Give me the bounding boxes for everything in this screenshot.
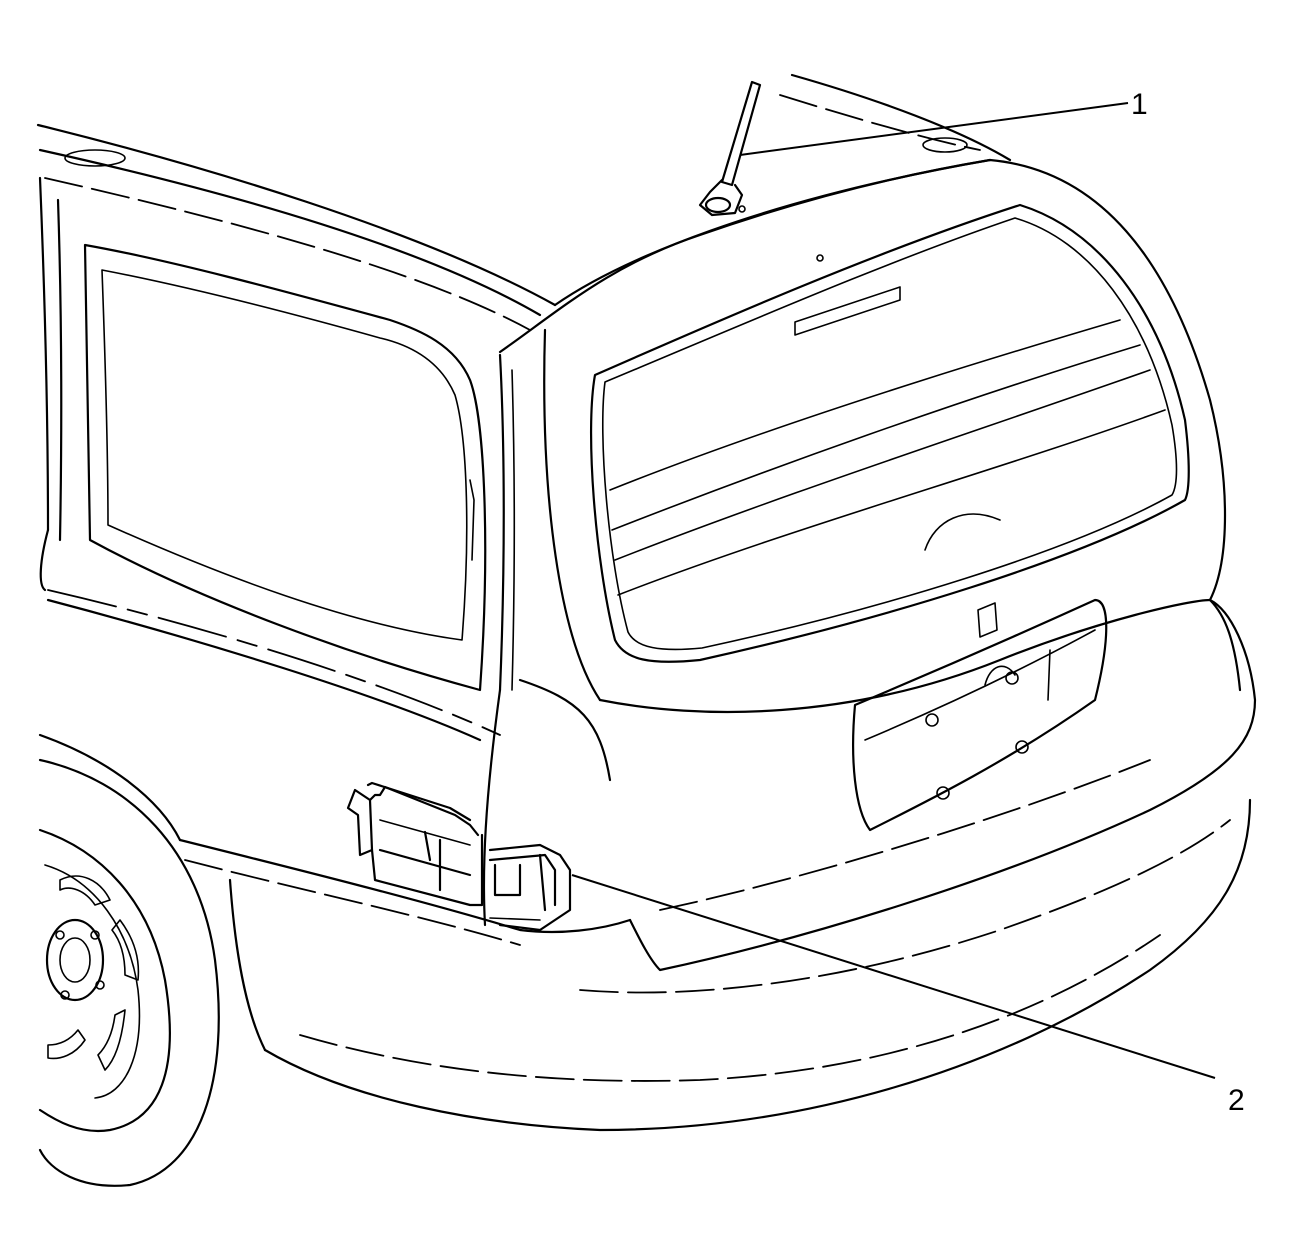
leader-line-2: [571, 874, 1216, 1079]
callout-2-label: 2: [1228, 1084, 1245, 1117]
leader-line-1: [739, 102, 1129, 156]
callout-1-label: 1: [1131, 88, 1148, 121]
liftgate: [543, 158, 1227, 714]
bracket-module-icon: [346, 781, 572, 932]
wheel: [38, 758, 220, 1187]
side-body: [38, 176, 632, 1052]
rear-window: [590, 203, 1190, 663]
rear-bumper: [263, 598, 1257, 1132]
brake-light: [794, 286, 901, 336]
roof-rail-mount: [922, 137, 968, 153]
antenna-icon: [698, 80, 762, 217]
side-window: [83, 243, 487, 692]
license-plate-area: [852, 598, 1108, 832]
roof: [36, 73, 1012, 354]
roof-rail-mount: [64, 149, 126, 167]
